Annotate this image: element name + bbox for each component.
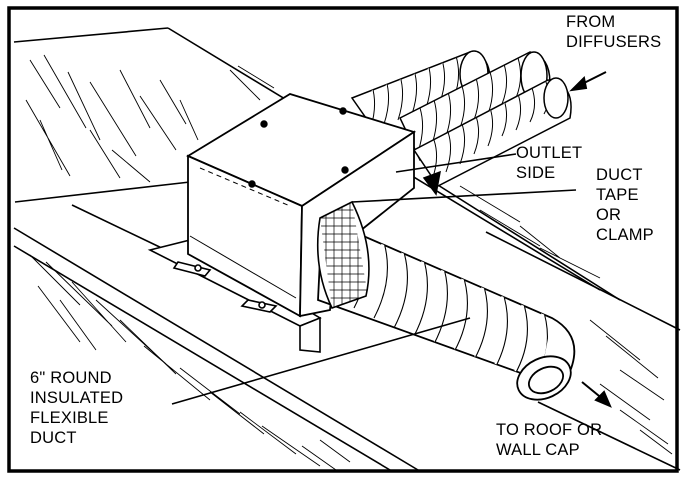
lower-joist <box>13 204 419 471</box>
label-line: 6" ROUND <box>30 369 112 387</box>
label-line: FLEXIBLE <box>30 409 109 427</box>
outlet-side-label: OUTLET SIDE <box>516 143 582 183</box>
label-line: OR <box>596 206 622 224</box>
label-line: OUTLET <box>516 144 583 162</box>
to-roof-label: TO ROOF OR WALL CAP <box>496 420 602 460</box>
arrow-from-diffusers <box>569 71 607 92</box>
outlet-flex-duct <box>317 216 576 401</box>
upper-joist <box>13 27 621 301</box>
label-line: DUCT <box>30 429 77 447</box>
label-line: TAPE <box>596 186 639 204</box>
label-line: FROM <box>566 13 616 31</box>
label-line: TO ROOF OR <box>496 421 603 439</box>
round-duct-label: 6" ROUND INSULATED FLEXIBLE DUCT <box>30 368 123 448</box>
from-diffusers-label: FROM DIFFUSERS <box>566 12 661 52</box>
tape-clamp-ring <box>316 200 370 309</box>
label-line: WALL CAP <box>496 441 580 459</box>
label-line: INSULATED <box>30 389 124 407</box>
label-line: DIFFUSERS <box>566 33 662 51</box>
flex-ducts-inlet <box>350 50 572 196</box>
duct-tape-label: DUCT TAPE OR CLAMP <box>596 165 654 245</box>
right-joist <box>485 231 681 471</box>
arrow-to-roof <box>581 381 612 408</box>
label-line: SIDE <box>516 164 556 182</box>
callout-lines <box>171 153 577 405</box>
frame-border <box>7 6 679 473</box>
label-line: DUCT <box>596 166 643 184</box>
label-line: CLAMP <box>596 226 654 244</box>
